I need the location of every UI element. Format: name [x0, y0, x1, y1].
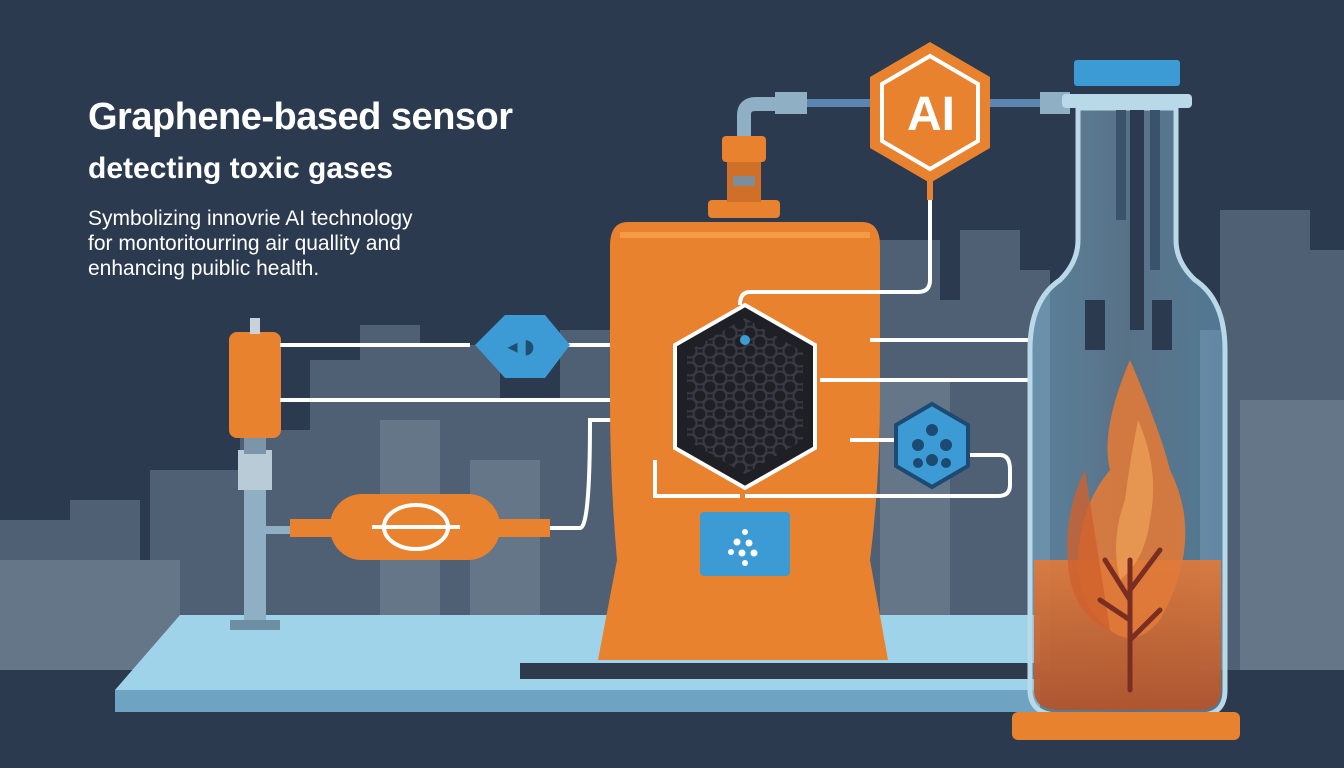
svg-text:◂ ◗: ◂ ◗: [508, 334, 535, 358]
description-line: for montoritourring air quallity and: [88, 232, 401, 255]
left-apparatus: [229, 318, 660, 630]
page-title: Graphene-based sensor: [88, 96, 513, 138]
ai-badge-label: AI: [907, 88, 955, 141]
molecule-icon: [700, 512, 790, 576]
orange-capsule: [290, 418, 630, 560]
page-subtitle: detecting toxic gases: [88, 152, 394, 185]
flame-icon: [1067, 360, 1186, 693]
blue-hexagon-node: [894, 401, 970, 490]
sensor-body: [598, 92, 1030, 660]
description-line: Symbolizing innovrie AI technology: [88, 207, 413, 230]
graphene-hexagon-icon: [673, 302, 817, 491]
description: Symbolizing innovrie AI technology for m…: [88, 206, 488, 281]
description-line: enhancing puiblic health.: [88, 257, 320, 280]
